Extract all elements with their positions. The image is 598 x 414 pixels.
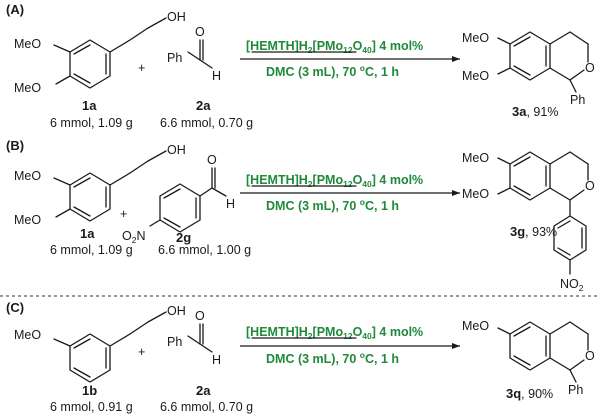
panel-c-label: (C) [6,300,24,315]
panel-c-catalyst: [HEMTH]H2[PMo12O40] 4 mol% [246,325,423,341]
panel-a-3a-ring-o: O [585,61,595,75]
panel-c-2a-ph: Ph [167,335,182,349]
panel-b-2g-o: O [207,153,217,167]
panel-c-3q-ring-o: O [585,349,595,363]
panel-a-1a-compound: 1a [82,98,97,113]
panel-c-reactant-1b-structure [53,311,167,383]
panel-a-3a-ph: Ph [570,93,585,107]
panel-b-1a-compound: 1a [80,226,95,241]
panel-b-3g-ring-o: O [585,179,595,193]
panel-b-1a-meo-top: MeO [14,169,41,183]
panel-a-1a-oh: OH [167,10,186,24]
panel-b-1a-meo-bottom: MeO [14,213,41,227]
panel-b-conditions: DMC (3 mL), 70 oC, 1 h [266,197,399,213]
panel-a-arrowhead [452,56,460,62]
panel-c-1b-oh: OH [167,304,186,318]
panel-b-1a-amount: 6 mmol, 1.09 g [50,243,133,257]
panel-a-2a-o: O [195,25,205,39]
panel-b-3g-no2: NO2 [560,277,584,293]
panel-a-3a-meo-top: MeO [462,31,489,45]
panel-a-plus: + [138,61,145,75]
panel-a-2a-ph: Ph [167,51,182,65]
panel-a-3a-meo-bottom: MeO [462,69,489,83]
panel-c-1b-amount: 6 mmol, 0.91 g [50,400,133,414]
panel-a-2a-compound: 2a [196,98,211,113]
panel-c-conditions: DMC (3 mL), 70 oC, 1 h [266,350,399,366]
panel-c-3q-meo: MeO [462,319,489,333]
panel-b-catalyst: [HEMTH]H2[PMo12O40] 4 mol% [246,173,423,189]
panel-b-2g-o2n: O2N [122,229,146,245]
panel-a-reactant-2a-structure [187,39,213,69]
panel-a-label: (A) [6,2,24,17]
panel-b-reactant-1a-structure [53,150,167,222]
panel-b-arrowhead [452,190,460,196]
panel-b-label: (B) [6,138,24,153]
panel-c-product-3q-structure [497,321,589,383]
panel-a-3a-label: 3a, 91% [512,104,558,119]
panel-c-1b-compound: 1b [82,383,97,398]
panel-a-catalyst: [HEMTH]H2[PMo12O40] 4 mol% [246,39,423,55]
panel-c-1b-meo: MeO [14,328,41,342]
panel-c-2a-o: O [195,309,205,323]
panel-c-2a-h: H [212,353,221,367]
panel-a-2a-h: H [212,69,221,83]
panel-b-2g-h: H [226,197,235,211]
panel-c-3q-ph: Ph [568,383,583,397]
panel-b-1a-oh: OH [167,143,186,157]
panel-a-1a-meo-top: MeO [14,37,41,51]
panel-b-reactant-2g-structure [149,167,227,233]
panel-b-3g-meo-bottom: MeO [462,187,489,201]
panel-b-3g-label: 3g, 93% [510,224,557,239]
panel-c: (C) MeO OH 1b 6 mmol, 0.91 g + O Ph H 2a… [6,300,595,414]
panel-c-reactant-2a-structure [187,323,213,353]
panel-a-1a-meo-bottom: MeO [14,81,41,95]
panel-a-reactant-1a-structure [53,17,167,89]
panel-b-2g-compound: 2g [176,230,191,245]
panel-c-2a-amount: 6.6 mmol, 0.70 g [160,400,253,414]
panel-a-2a-amount: 6.6 mmol, 0.70 g [160,116,253,130]
panel-c-plus: + [138,345,145,359]
panel-a: (A) MeO MeO OH 1a 6 mmol, 1.09 g + O Ph [6,2,595,130]
panel-b-plus: + [120,207,127,221]
panel-b-2g-amount: 6.6 mmol, 1.00 g [158,243,251,257]
panel-b-product-3g-structure [497,151,589,275]
panel-a-1a-amount: 6 mmol, 1.09 g [50,116,133,130]
panel-c-2a-compound: 2a [196,383,211,398]
panel-c-3q-label: 3q, 90% [506,386,553,401]
panel-b-3g-meo-top: MeO [462,151,489,165]
panel-c-arrowhead [452,343,460,349]
panel-a-product-3a-structure [497,31,589,93]
panel-b: (B) MeO MeO OH 1a 6 mmol, 1.09 g + [6,138,595,293]
panel-a-conditions: DMC (3 mL), 70 oC, 1 h [266,63,399,79]
